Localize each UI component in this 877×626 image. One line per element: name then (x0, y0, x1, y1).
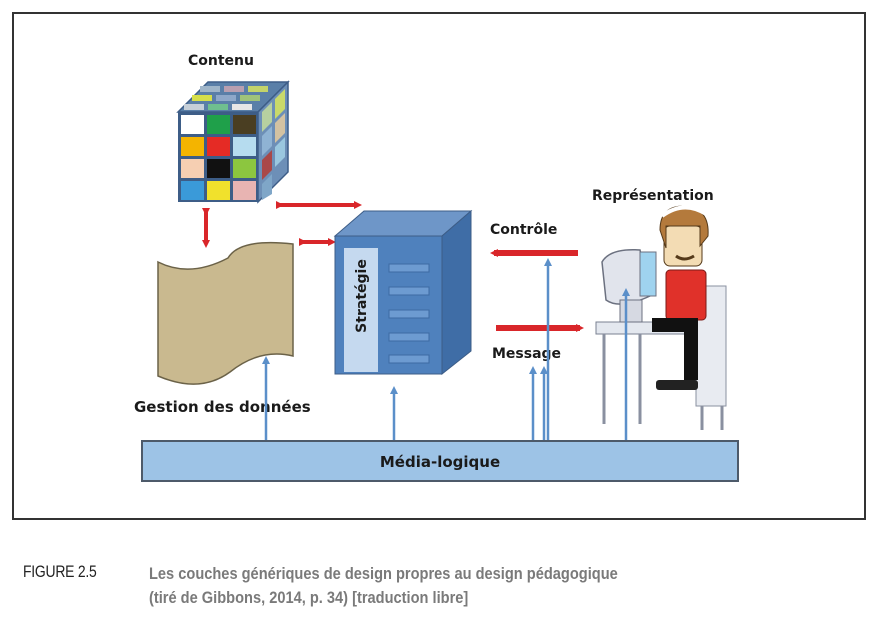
cube-side-cell (262, 102, 272, 132)
data-management-scroll (157, 241, 294, 385)
cube-cell (181, 115, 204, 134)
cube-cell (207, 137, 230, 156)
server-slot (388, 263, 430, 273)
cube-side-cell (275, 89, 285, 119)
cube-side-cell (262, 126, 272, 156)
person-beard (675, 254, 695, 261)
server-side-face (441, 209, 472, 376)
cube-cell (207, 181, 230, 200)
monitor-stand (619, 299, 643, 323)
cube-cell (181, 181, 204, 200)
cube-side-cell (275, 113, 285, 143)
server-slot (388, 286, 430, 296)
cube-side-cell (262, 150, 272, 180)
cube-top-cell (232, 104, 252, 110)
cube-top-cell (240, 95, 260, 101)
cube-top-cell (184, 104, 204, 110)
cube-top-cell (192, 95, 212, 101)
cube-side-cells (262, 89, 285, 200)
server-slot (388, 309, 430, 319)
cube-cell (233, 159, 256, 178)
server-slot (388, 354, 430, 364)
data-management-label: Gestion des données (134, 398, 311, 416)
figure-caption-text: Les couches génériques de design propres… (149, 562, 859, 610)
cube-side-cell (262, 174, 272, 200)
person-shoes (656, 380, 698, 390)
monitor-screen (639, 251, 657, 297)
cube-cell (181, 137, 204, 156)
cube-cells (181, 115, 256, 200)
content-cube (176, 80, 290, 204)
control-label: Contrôle (490, 222, 557, 238)
content-label: Contenu (188, 53, 254, 69)
representation-figure (595, 205, 727, 430)
cube-cell (233, 115, 256, 134)
headset-band (660, 205, 708, 218)
figure-number: FIGURE 2.5 (23, 562, 97, 581)
message-label: Message (492, 346, 561, 362)
person-shirt (665, 269, 707, 321)
cube-cell (181, 159, 204, 178)
media-logic-label: Média-logique (380, 453, 500, 471)
cube-top-cell (248, 86, 268, 92)
cube-top-cell (216, 95, 236, 101)
cube-cell (233, 181, 256, 200)
strategy-server: Stratégie (333, 209, 473, 376)
cube-cell (233, 137, 256, 156)
cube-top-cell (208, 104, 228, 110)
cube-cell (207, 115, 230, 134)
representation-label: Représentation (592, 188, 714, 204)
strategy-label: Stratégie (354, 259, 370, 333)
cube-top-cells (184, 86, 268, 110)
cube-top-cell (224, 86, 244, 92)
server-slot (388, 332, 430, 342)
caption-line-1: Les couches génériques de design propres… (149, 564, 618, 583)
strategy-label-panel (344, 248, 378, 372)
person-shins (684, 318, 698, 380)
cube-cell (207, 159, 230, 178)
media-logic-bar (141, 440, 739, 482)
cube-top-cell (200, 86, 220, 92)
cube-side-cell (275, 137, 285, 167)
caption-line-2: (tiré de Gibbons, 2014, p. 34) [traducti… (149, 588, 469, 607)
